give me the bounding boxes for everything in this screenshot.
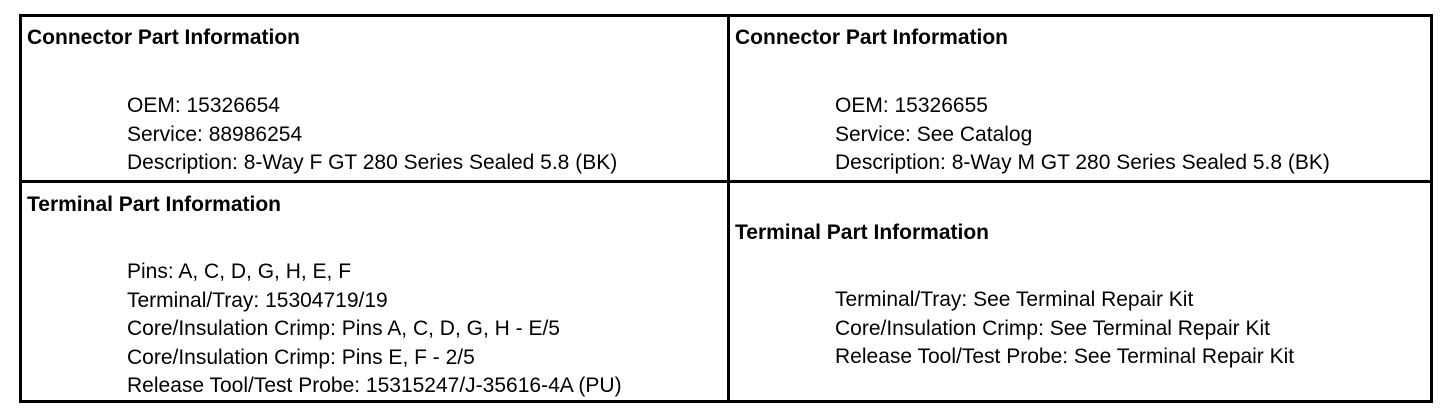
left-connector-heading: Connector Part Information xyxy=(27,26,301,49)
right-terminal-details: Terminal/Tray: See Terminal Repair Kit C… xyxy=(835,286,1294,372)
left-terminal-pins: Pins: A, C, D, G, H, E, F xyxy=(127,260,352,283)
right-connector-description: Description: 8-Way M GT 280 Series Seale… xyxy=(835,151,1330,174)
right-connector-heading: Connector Part Information xyxy=(735,26,1009,49)
left-connector-oem: OEM: 15326654 xyxy=(127,94,280,117)
row-divider-left xyxy=(22,180,727,183)
right-terminal-release-tool: Release Tool/Test Probe: See Terminal Re… xyxy=(835,345,1295,368)
left-terminal-tray: Terminal/Tray: 15304719/19 xyxy=(127,288,388,312)
row-divider-right xyxy=(730,180,1430,183)
left-connector-service: Service: 88986254 xyxy=(127,122,303,146)
left-connector-details: OEM: 15326654 Service: 88986254 Descript… xyxy=(127,92,617,178)
left-terminal-crimp-1: Core/Insulation Crimp: Pins A, C, D, G, … xyxy=(127,317,560,340)
right-connector-service: Service: See Catalog xyxy=(835,122,1033,146)
right-connector-oem: OEM: 15326655 xyxy=(835,94,988,117)
left-terminal-details: Pins: A, C, D, G, H, E, F Terminal/Tray:… xyxy=(127,258,622,401)
left-connector-description: Description: 8-Way F GT 280 Series Seale… xyxy=(127,151,618,174)
right-terminal-crimp: Core/Insulation Crimp: See Terminal Repa… xyxy=(835,316,1270,340)
left-terminal-crimp-2: Core/Insulation Crimp: Pins E, F - 2/5 xyxy=(127,345,475,369)
right-terminal-heading: Terminal Part Information xyxy=(735,221,989,244)
part-information-table: Connector Part Information OEM: 15326654… xyxy=(19,14,1433,403)
left-terminal-heading: Terminal Part Information xyxy=(27,193,281,216)
left-terminal-release-tool: Release Tool/Test Probe: 15315247/J-3561… xyxy=(127,374,622,397)
column-divider xyxy=(727,17,730,400)
right-connector-details: OEM: 15326655 Service: See Catalog Descr… xyxy=(835,92,1330,178)
right-terminal-tray: Terminal/Tray: See Terminal Repair Kit xyxy=(835,288,1194,311)
